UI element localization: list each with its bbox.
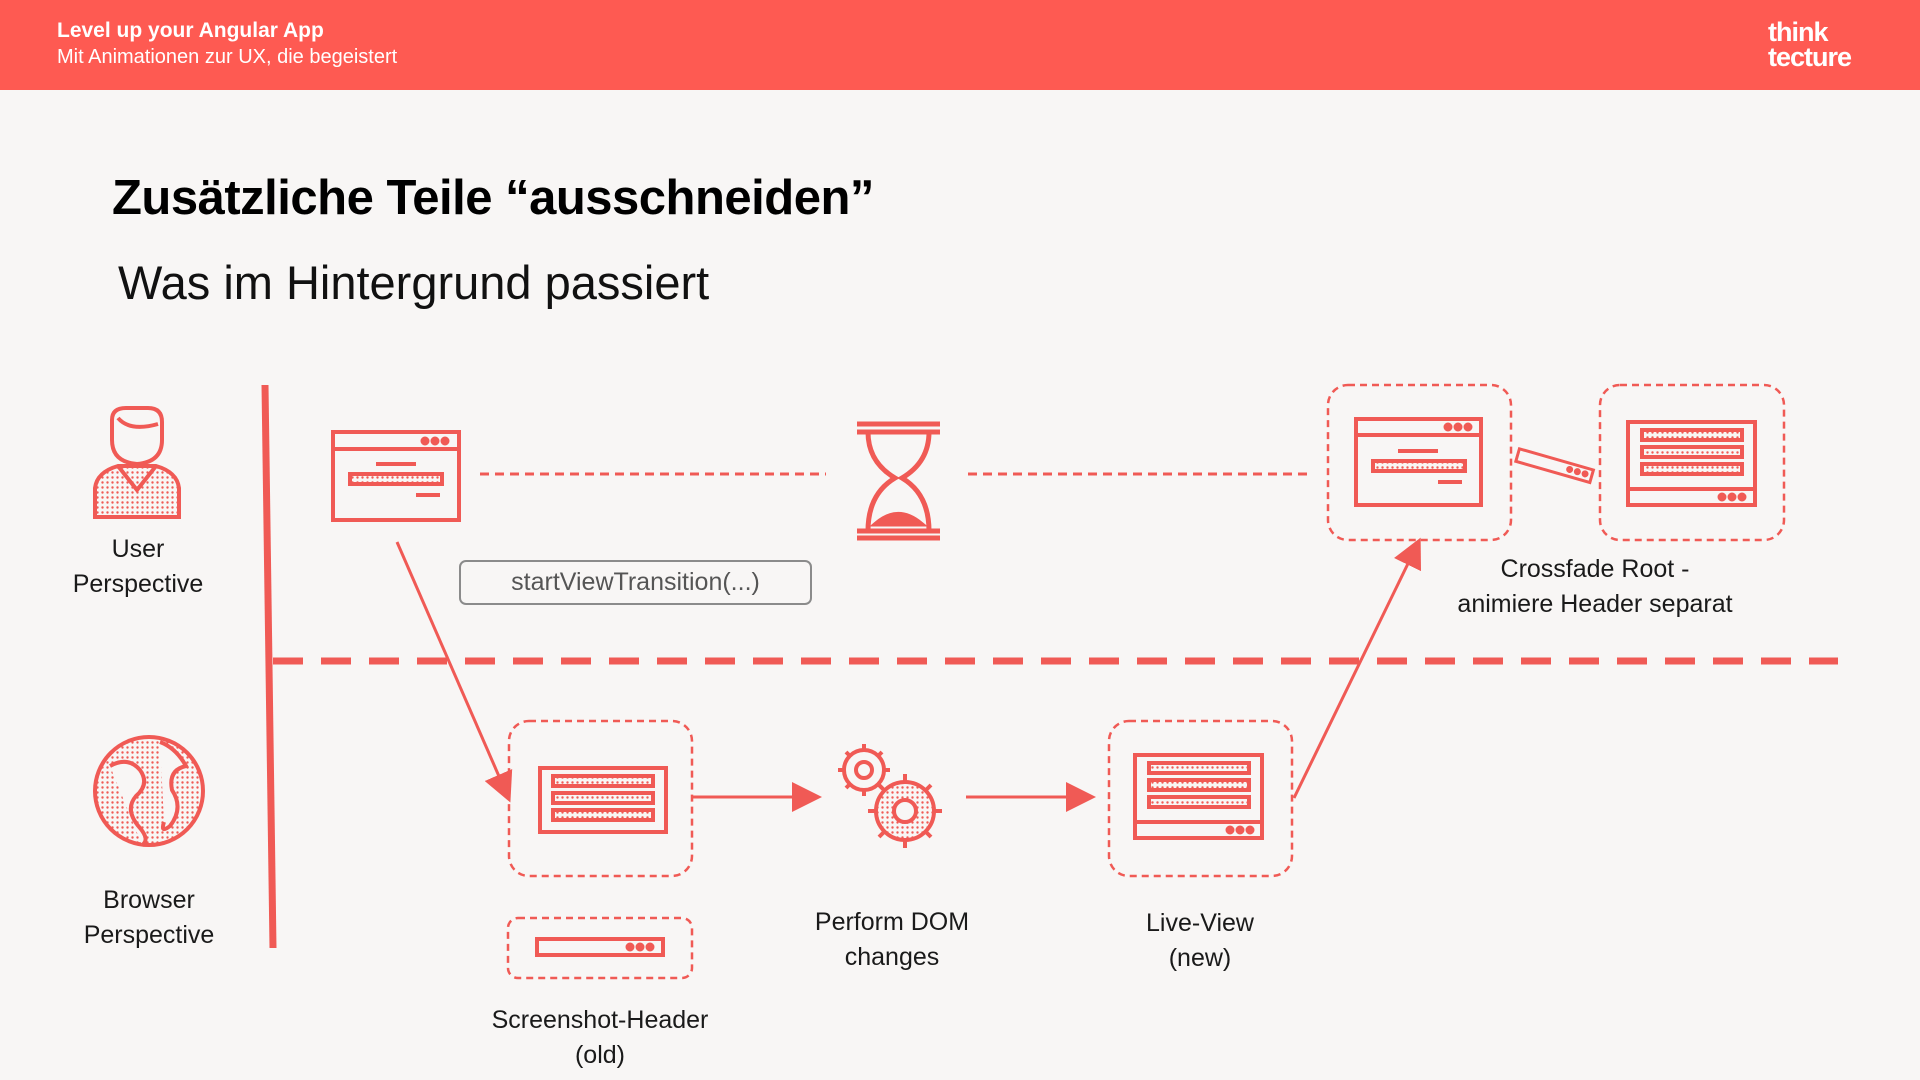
screenshot-header-frame — [506, 916, 694, 980]
timeline-line — [261, 384, 277, 949]
screenshot-frame — [507, 719, 694, 878]
crossfade-content-frame — [1598, 383, 1786, 542]
screenshot-content-icon — [538, 766, 668, 834]
gears-icon — [838, 744, 942, 848]
hourglass-icon — [857, 421, 940, 541]
live-view-line-1: Live-View — [1146, 909, 1254, 937]
user-perspective-label: User Perspective — [38, 532, 238, 602]
live-view-line-2: (new) — [1168, 944, 1232, 972]
start-view-transition-box: startViewTransition(...) — [459, 560, 812, 605]
user-label-line-1: User — [111, 535, 165, 563]
globe-icon — [93, 735, 205, 847]
browser-window-icon — [331, 430, 461, 522]
arrow-to-screenshot — [395, 541, 513, 803]
deck-title: Level up your Angular App — [57, 19, 324, 42]
brand-logo: think tecture — [1768, 17, 1852, 72]
crossfade-window-icon — [1354, 417, 1483, 507]
header-bar-icon — [535, 937, 665, 957]
browser-perspective-label: Browser Perspective — [49, 883, 249, 953]
crossfade-label-line-1: Crossfade Root - — [1500, 555, 1690, 583]
browser-label-line-2: Perspective — [83, 921, 215, 949]
arrow-to-crossfade — [1292, 537, 1421, 799]
brand-line-2: tecture — [1768, 42, 1852, 72]
screenshot-label-line-2: (old) — [574, 1041, 625, 1069]
crossfade-label-line-2: animiere Header separat — [1457, 590, 1733, 618]
top-bar: Level up your Angular App Mit Animatione… — [0, 0, 1920, 90]
animated-header-icon — [1513, 446, 1596, 485]
dom-changes-label: Perform DOM changes — [772, 905, 1012, 975]
dom-changes-line-1: Perform DOM — [814, 908, 970, 936]
user-label-line-2: Perspective — [72, 570, 204, 598]
dom-changes-line-2: changes — [844, 943, 940, 971]
crossfade-label: Crossfade Root - animiere Header separat — [1415, 552, 1775, 622]
live-view-content-icon — [1133, 753, 1264, 840]
user-icon — [93, 406, 181, 519]
crossfade-content-icon — [1626, 420, 1757, 507]
screenshot-header-label: Screenshot-Header (old) — [460, 1003, 740, 1073]
crossfade-window-frame — [1326, 383, 1513, 542]
brand-line-1: think — [1768, 17, 1829, 47]
screenshot-label-line-1: Screenshot-Header — [491, 1006, 709, 1034]
live-view-frame — [1107, 719, 1294, 878]
slide-subtitle: Was im Hintergrund passiert — [118, 256, 710, 309]
deck-subtitle: Mit Animationen zur UX, die begeistert — [57, 46, 398, 68]
browser-label-line-1: Browser — [103, 886, 195, 914]
slide-title: Zusätzliche Teile “ausschneiden” — [112, 171, 874, 225]
live-view-label: Live-View (new) — [1080, 906, 1320, 976]
